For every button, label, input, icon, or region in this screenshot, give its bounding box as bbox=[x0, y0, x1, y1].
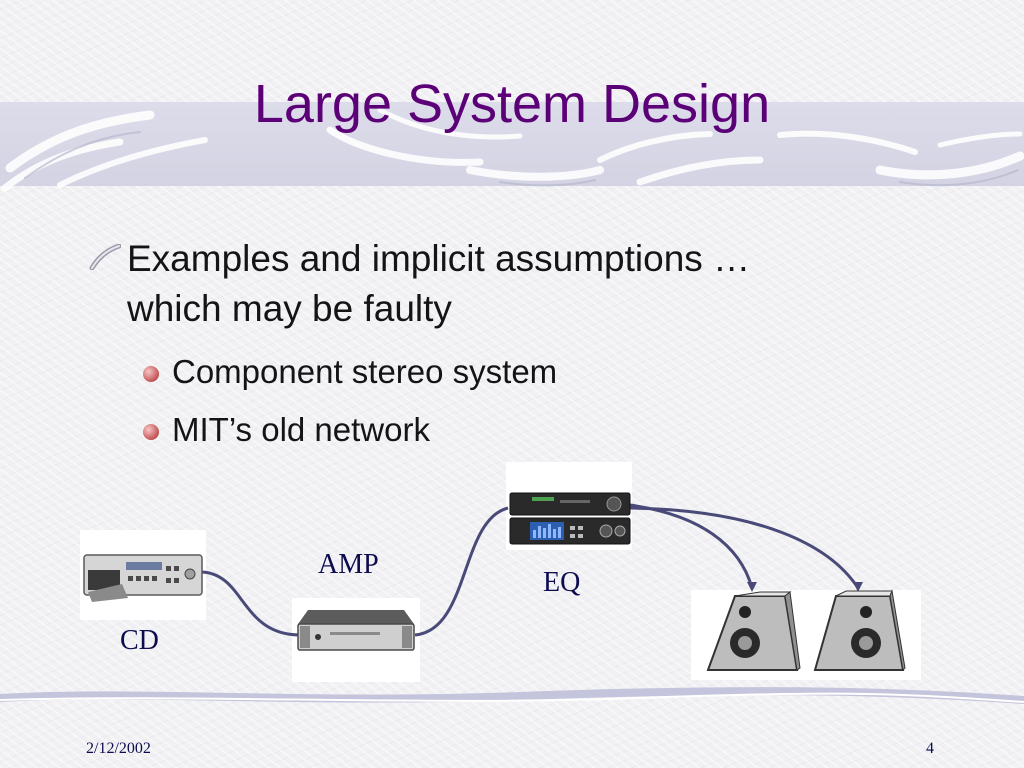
sub-bullet-network: MIT’s old network bbox=[172, 411, 430, 448]
cable-cd-amp bbox=[199, 570, 301, 637]
bullet-main: Examples and implicit assumptions … whic… bbox=[127, 234, 927, 334]
speaker-right-icon bbox=[813, 589, 906, 672]
amplifier-icon bbox=[297, 610, 415, 651]
equalizer-icon bbox=[509, 492, 631, 545]
cables bbox=[199, 503, 860, 637]
sub-bullet-stereo: Component stereo system bbox=[172, 353, 558, 390]
footer-page-number: 4 bbox=[926, 740, 934, 757]
quill-bullet-icon bbox=[89, 244, 121, 270]
speaker-left-icon bbox=[706, 591, 801, 671]
footer-date: 2/12/2002 bbox=[86, 740, 151, 757]
bullet-main-line2: which may be faulty bbox=[127, 288, 452, 329]
sub-bullet-icon bbox=[143, 366, 159, 382]
cd-label: CD bbox=[120, 625, 159, 656]
cable-amp-eq bbox=[414, 506, 509, 637]
cd-player-icon bbox=[83, 554, 203, 602]
title-band-swooshes bbox=[1, 107, 1024, 192]
slide-title: Large System Design bbox=[253, 74, 771, 134]
footer-swoosh bbox=[0, 687, 1024, 704]
sub-bullet-icon bbox=[143, 424, 159, 440]
cable-eq-speaker-right bbox=[629, 506, 860, 589]
amp-label: AMP bbox=[318, 549, 379, 580]
eq-label: EQ bbox=[543, 567, 581, 598]
bullet-main-line1: Examples and implicit assumptions … bbox=[127, 238, 751, 279]
